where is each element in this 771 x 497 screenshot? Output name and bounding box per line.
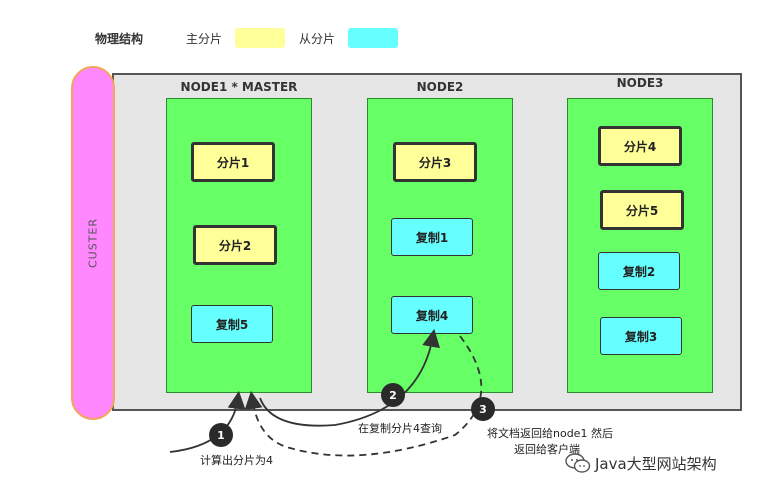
arrow-step-3 bbox=[244, 335, 483, 457]
node3-replica-3: 复制3 bbox=[600, 317, 682, 355]
legend-primary-label: 主分片 bbox=[186, 32, 223, 46]
node3-title: NODE3 bbox=[616, 76, 664, 90]
step-2-text: 在复制分片4查询 bbox=[358, 422, 442, 435]
cluster-pill bbox=[71, 66, 115, 420]
node3-replica-2: 复制2 bbox=[598, 252, 680, 290]
node2-title: NODE2 bbox=[416, 80, 464, 94]
node1-shard-1: 分片1 bbox=[191, 142, 275, 182]
step-3-text-line1: 将文档返回给node1 然后 bbox=[487, 427, 613, 440]
legend-title: 物理结构 bbox=[95, 32, 144, 46]
legend-replica-swatch bbox=[348, 28, 398, 48]
step-3-text-line2: 返回给客户端 bbox=[514, 443, 580, 456]
node1-shard-2: 分片2 bbox=[193, 225, 277, 265]
arrow-step-2 bbox=[259, 328, 440, 427]
watermark-text: Java大型网站架构 bbox=[595, 455, 717, 473]
step-2-badge: 2 bbox=[381, 383, 405, 407]
legend-replica-label: 从分片 bbox=[299, 32, 336, 46]
node1-replica-5: 复制5 bbox=[191, 305, 273, 343]
legend-primary-swatch bbox=[235, 28, 285, 48]
node1-title: NODE1 * MASTER bbox=[180, 80, 298, 94]
node2-shard-3: 分片3 bbox=[393, 142, 477, 182]
step-3-badge: 3 bbox=[471, 397, 495, 421]
node3-shard-5: 分片5 bbox=[600, 190, 684, 230]
node2-replica-1: 复制1 bbox=[391, 218, 473, 256]
step-1-text: 计算出分片为4 bbox=[200, 454, 273, 467]
step-1-badge: 1 bbox=[209, 423, 233, 447]
wechat-icon bbox=[565, 453, 591, 473]
node3-shard-4: 分片4 bbox=[598, 126, 682, 166]
